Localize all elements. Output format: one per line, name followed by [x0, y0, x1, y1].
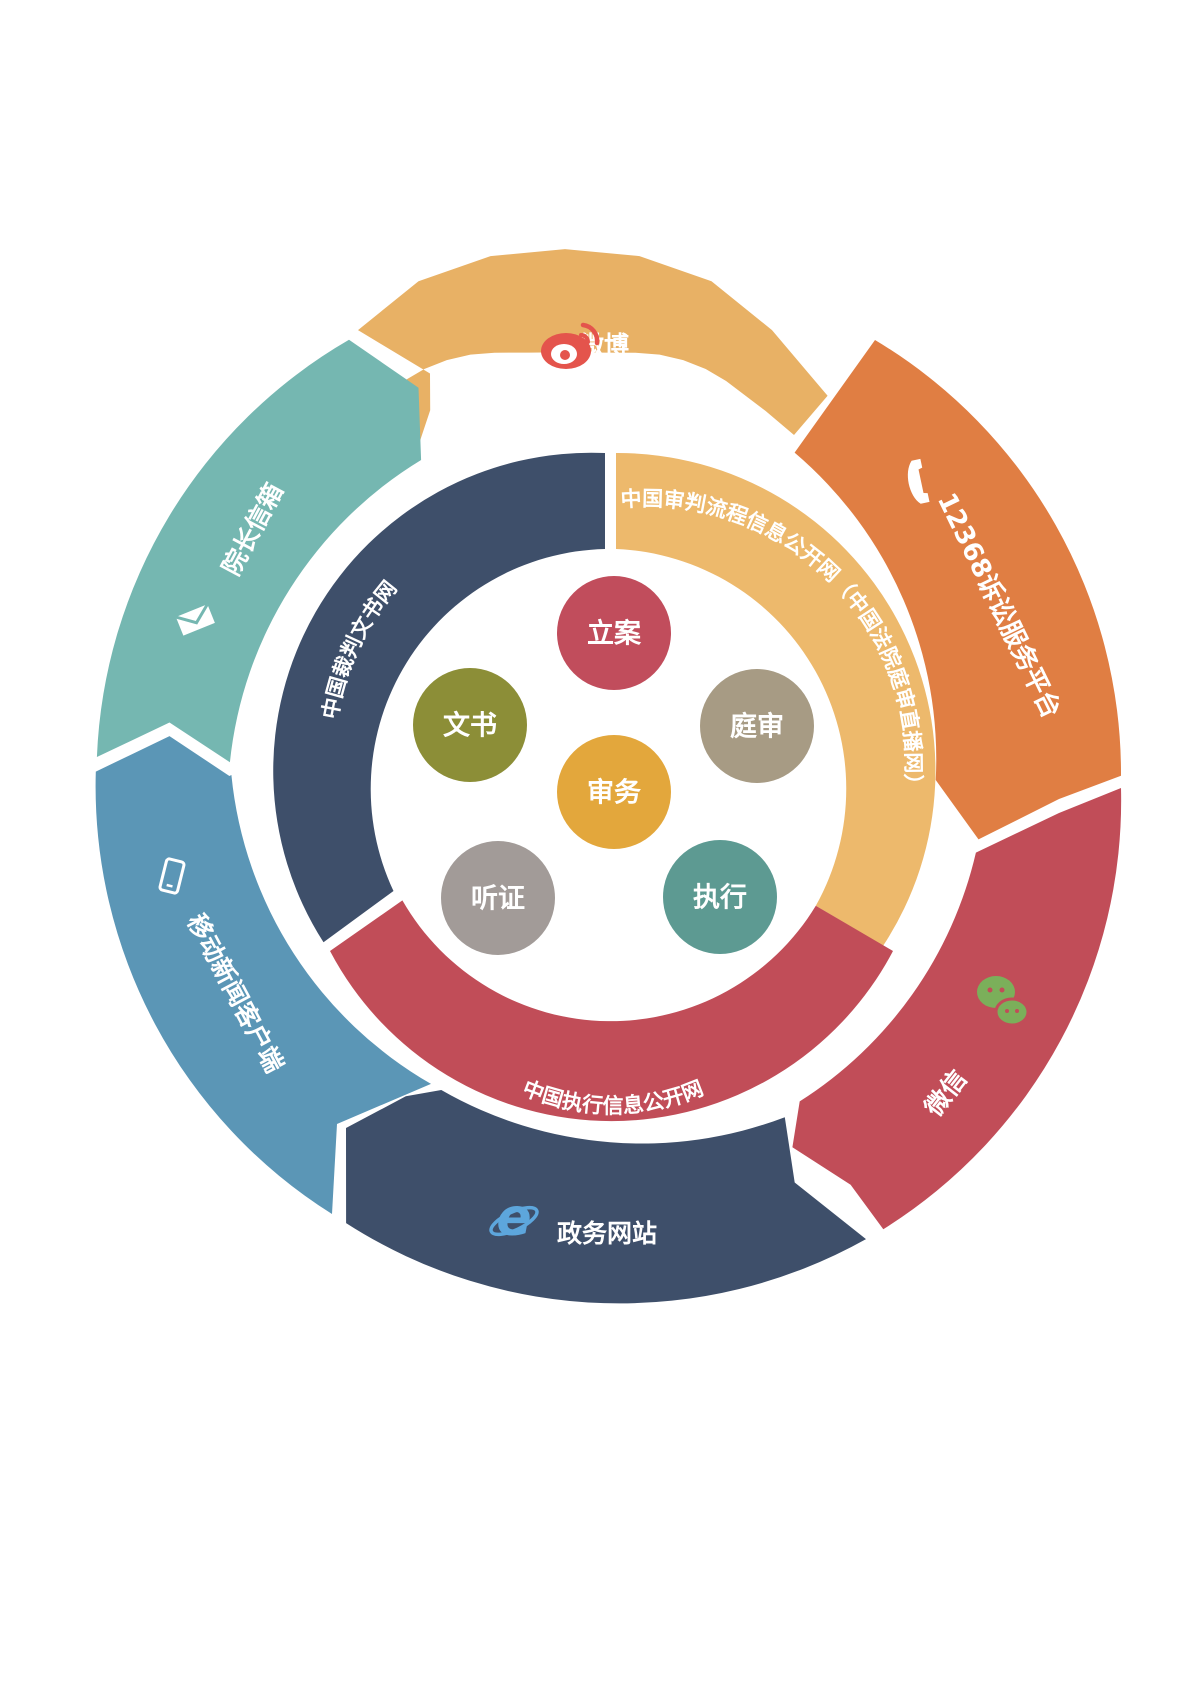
middle-segment-trial-platform[interactable]: [616, 452, 936, 946]
center-node-circle: [557, 735, 671, 849]
outer-ring: [95, 249, 1122, 1304]
outer-icons: e: [158, 322, 1030, 1248]
weibo-icon: [541, 322, 600, 369]
ie-browser-icon: e: [489, 1188, 539, 1248]
node-lian-circle: [557, 576, 671, 690]
outer-segment-hotline[interactable]: [794, 340, 1122, 840]
middle-segment-judgment-docs[interactable]: [273, 452, 605, 943]
mobile-phone-icon: [158, 857, 186, 895]
middle-segment-execution-platform[interactable]: [330, 900, 893, 1122]
node-wenshu-label: 文书: [443, 710, 497, 742]
node-lian-label: 立案: [587, 618, 642, 650]
outer-segment-gov[interactable]: [346, 1090, 866, 1304]
node-tingshen[interactable]: 庭审: [700, 669, 814, 783]
core-nodes: 立案 庭审 执行 听证 文书 审务: [413, 576, 814, 955]
node-zhixing-circle: [663, 840, 777, 954]
envelope-icon: [175, 603, 215, 636]
outer-segment-wechat[interactable]: [792, 788, 1122, 1230]
phone-icon: [907, 458, 930, 504]
node-tingzheng-label: 听证: [471, 884, 525, 915]
node-tingzheng[interactable]: 听证: [441, 841, 555, 955]
gov-website-label: 政务网站: [557, 1219, 657, 1248]
node-lian[interactable]: 立案: [557, 576, 671, 690]
center-node-label: 审务: [587, 777, 641, 809]
middle-ring: [273, 452, 936, 1122]
outer-segment-mailbox[interactable]: [96, 339, 422, 763]
outer-segment-mobile[interactable]: [95, 736, 431, 1214]
node-tingzheng-circle: [441, 841, 555, 955]
node-zhixing[interactable]: 执行: [663, 840, 777, 954]
node-zhixing-label: 执行: [693, 882, 747, 914]
node-tingshen-label: 庭审: [730, 711, 784, 743]
node-wenshu-circle: [413, 668, 527, 782]
outer-segment-weibo[interactable]: [358, 249, 828, 464]
node-wenshu[interactable]: 文书: [413, 668, 527, 782]
node-center-shenwu[interactable]: 审务: [557, 735, 671, 849]
node-tingshen-circle: [700, 669, 814, 783]
wechat-icon: [977, 976, 1030, 1027]
